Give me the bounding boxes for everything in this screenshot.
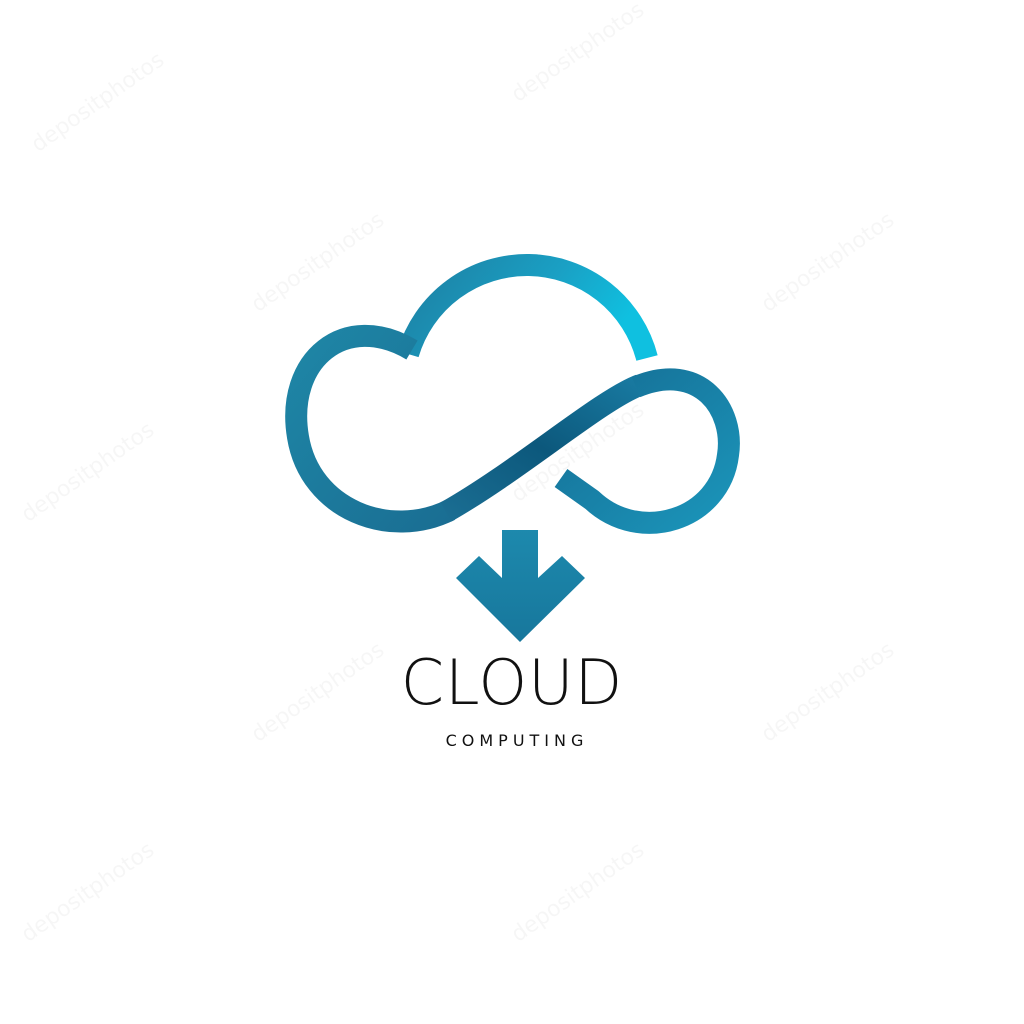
logo-subtitle: COMPUTING [445,731,589,750]
infinity-diagonal [440,374,645,522]
logo-title: CLOUD [400,646,624,719]
cloud-left-lobe [285,324,455,533]
download-arrow-icon [456,530,585,642]
cloud-top-arc [397,254,658,361]
infinity-right-loop [554,368,740,534]
